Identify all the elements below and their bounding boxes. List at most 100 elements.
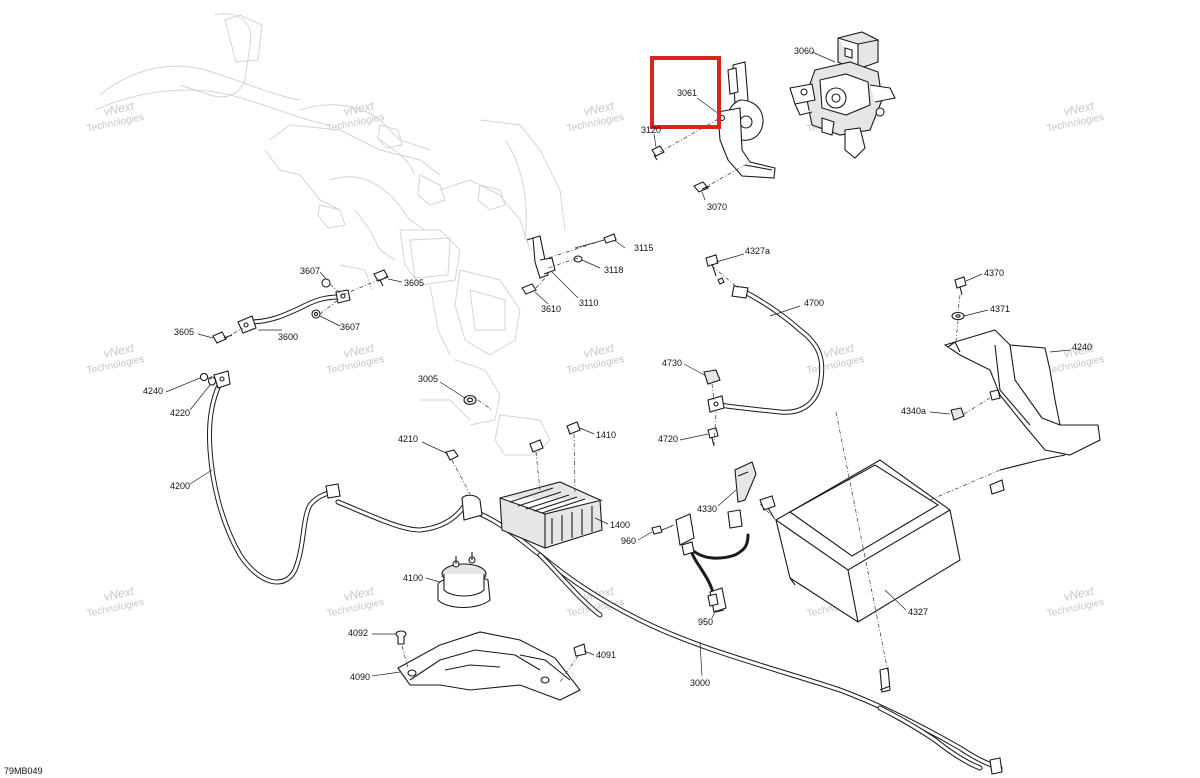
callout-950[interactable]: 950 (698, 617, 713, 627)
watermark-line1: vNext (822, 341, 856, 361)
solenoid-4100[interactable] (437, 552, 491, 609)
battery-holder-4240[interactable] (943, 329, 1101, 495)
callout-4327[interactable]: 4327 (908, 607, 928, 617)
watermark-line1: vNext (102, 584, 136, 604)
callout-4370[interactable]: 4370 (984, 268, 1004, 278)
highlight-box-3061 (650, 56, 721, 129)
callout-4090[interactable]: 4090 (350, 672, 370, 682)
watermark-line1: vNext (102, 341, 136, 361)
washer-3118[interactable] (573, 255, 583, 263)
washer-4220[interactable] (207, 376, 217, 386)
cable-4700[interactable] (707, 285, 825, 415)
screw-1410b[interactable] (529, 439, 544, 453)
callout-3060[interactable]: 3060 (794, 46, 814, 56)
screw-3070[interactable] (693, 181, 711, 193)
sensor-3110[interactable] (526, 235, 556, 279)
callout-4240-right[interactable]: 4240 (1072, 342, 1092, 352)
main-harness-3000[interactable] (335, 494, 1003, 775)
watermark-line1: vNext (1062, 341, 1096, 361)
callout-1410[interactable]: 1410 (596, 430, 616, 440)
clip-4091[interactable] (573, 643, 587, 657)
cable-4200[interactable] (207, 370, 341, 585)
callout-3610[interactable]: 3610 (541, 304, 561, 314)
screw-3120[interactable] (651, 145, 665, 161)
callout-3600[interactable]: 3600 (278, 332, 298, 342)
nut-3607b[interactable] (311, 309, 321, 319)
callout-4200[interactable]: 4200 (170, 481, 190, 491)
callout-4092[interactable]: 4092 (348, 628, 368, 638)
regulator-1400[interactable] (499, 481, 603, 549)
callout-4730[interactable]: 4730 (662, 358, 682, 368)
callout-4700[interactable]: 4700 (804, 298, 824, 308)
ground-strap-3600[interactable] (237, 289, 351, 334)
watermark-line1: vNext (582, 584, 616, 604)
callout-3061[interactable]: 3061 (677, 88, 697, 98)
callout-4720[interactable]: 4720 (658, 434, 678, 444)
callout-1400[interactable]: 1400 (610, 520, 630, 530)
leader-lines (165, 51, 1071, 677)
washer-4371[interactable] (951, 311, 965, 321)
screw-3605a[interactable] (373, 269, 389, 287)
figure-code: 79MB049 (4, 766, 43, 776)
watermark-line1: vNext (342, 341, 376, 361)
callout-3110[interactable]: 3110 (579, 298, 598, 308)
bracket-4090[interactable] (397, 631, 581, 701)
callout-4210[interactable]: 4210 (398, 434, 418, 444)
screw-3610[interactable] (521, 283, 537, 295)
callout-3115[interactable]: 3115 (634, 243, 653, 253)
bracket-3061[interactable] (717, 61, 776, 179)
callout-3005[interactable]: 3005 (418, 374, 438, 384)
screw-4720[interactable] (707, 427, 719, 447)
nut-4240[interactable] (199, 372, 209, 382)
callout-3607-upper[interactable]: 3607 (300, 266, 320, 276)
nut-4210[interactable] (445, 449, 459, 461)
callout-4327a[interactable]: 4327a (745, 246, 770, 256)
nut-4730[interactable] (703, 369, 721, 385)
screw-4370[interactable] (954, 276, 967, 296)
callout-3070[interactable]: 3070 (707, 202, 727, 212)
callout-4330[interactable]: 4330 (697, 504, 717, 514)
callout-4340a[interactable]: 4340a (901, 406, 926, 416)
watermark-line1: vNext (582, 99, 616, 119)
screw-3115[interactable] (574, 233, 617, 249)
clip-4240c[interactable] (989, 389, 1001, 401)
grommet-3005[interactable] (463, 394, 477, 406)
battery-4327[interactable] (759, 459, 961, 623)
nut-4340a[interactable] (950, 407, 965, 421)
callout-960[interactable]: 960 (621, 536, 636, 546)
callout-3605-upper[interactable]: 3605 (404, 278, 424, 288)
callout-4100[interactable]: 4100 (403, 573, 423, 583)
screw-1410[interactable] (566, 421, 581, 435)
nut-3607a[interactable] (321, 278, 331, 288)
terminal-boot[interactable] (734, 461, 757, 503)
bolt-4327a[interactable] (705, 254, 725, 285)
callout-4371[interactable]: 4371 (990, 304, 1010, 314)
assembly-lines (207, 117, 1001, 683)
callout-labels: 3060 3061 3120 3070 3115 3118 3110 3610 … (143, 46, 1092, 688)
callout-4240-left[interactable]: 4240 (143, 386, 163, 396)
fastener-4092[interactable] (395, 630, 407, 645)
callout-3607-lower[interactable]: 3607 (340, 322, 360, 332)
watermark-line1: vNext (1062, 99, 1096, 119)
callout-3605-left[interactable]: 3605 (174, 327, 194, 337)
actuator-assembly-3060[interactable] (789, 31, 896, 159)
callout-3000[interactable]: 3000 (690, 678, 710, 688)
watermark-line1: vNext (1062, 584, 1096, 604)
connector-950[interactable] (707, 593, 719, 607)
callout-3118[interactable]: 3118 (604, 265, 623, 275)
watermark-line1: vNext (342, 584, 376, 604)
callout-4091[interactable]: 4091 (596, 650, 616, 660)
callout-4220[interactable]: 4220 (170, 408, 190, 418)
callout-3120[interactable]: 3120 (641, 125, 661, 135)
screw-3605b[interactable] (212, 331, 233, 344)
vehicle-frame-outline (94, 13, 566, 456)
